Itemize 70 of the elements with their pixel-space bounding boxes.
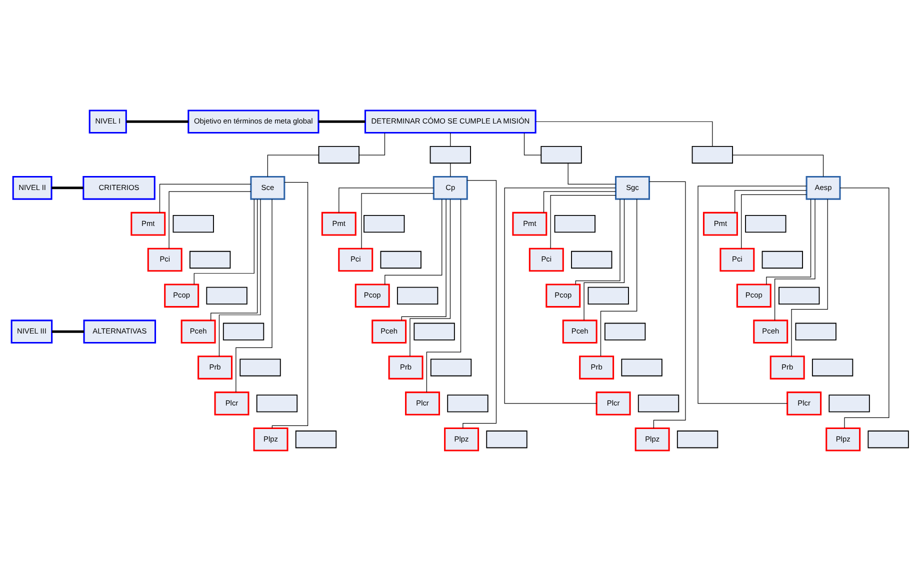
node-box (795, 322, 836, 340)
node-box (554, 215, 596, 233)
connector (159, 184, 252, 213)
connector (361, 193, 434, 249)
node-box (447, 394, 488, 412)
node-box (762, 250, 803, 269)
connector (272, 182, 308, 428)
connector (584, 198, 625, 321)
connector (575, 198, 620, 285)
connector (462, 180, 497, 428)
connector (550, 195, 616, 249)
node-box (380, 250, 422, 269)
connector (568, 162, 616, 184)
node-box (812, 358, 854, 376)
connector (741, 194, 807, 249)
connector (126, 120, 188, 123)
connector (218, 198, 261, 357)
connector (410, 198, 451, 356)
node-box (540, 146, 582, 164)
node-box (745, 215, 786, 233)
node-box (430, 358, 472, 376)
connector (450, 162, 451, 177)
connector (338, 188, 434, 213)
node-box (676, 430, 718, 448)
connector (600, 198, 638, 356)
connector (267, 154, 319, 177)
connector (766, 198, 812, 285)
node-box (604, 322, 646, 340)
node-box (189, 250, 231, 269)
connector (210, 198, 258, 321)
node-box (364, 215, 405, 233)
connector (358, 132, 386, 156)
node-box (692, 146, 733, 164)
node-box (414, 322, 455, 340)
node-box (256, 394, 298, 412)
connector (648, 181, 686, 429)
node-box (222, 322, 264, 340)
node-box (571, 250, 612, 269)
node-box (638, 394, 680, 412)
connector (384, 198, 442, 285)
connector (543, 191, 616, 213)
connector (791, 198, 828, 357)
node-box (868, 430, 909, 448)
connector (318, 120, 366, 123)
node-box (588, 286, 629, 304)
node-box (621, 358, 662, 376)
node-box (828, 394, 870, 412)
connector (535, 121, 713, 147)
connector (774, 198, 816, 321)
connector (168, 191, 252, 249)
connector (698, 186, 807, 404)
connector (426, 198, 462, 393)
node-box (430, 146, 471, 164)
node-box (206, 286, 248, 304)
connector (732, 154, 824, 177)
connector (401, 198, 446, 321)
connector (450, 132, 451, 147)
node-box (396, 286, 438, 304)
node-box (295, 430, 337, 448)
connector (52, 330, 84, 333)
node-box (240, 358, 281, 376)
connector (52, 186, 84, 190)
connector (504, 188, 616, 404)
connector (524, 132, 542, 156)
connector (236, 198, 272, 392)
node-box (778, 286, 820, 304)
node-box (172, 215, 214, 233)
node-box (318, 146, 360, 164)
node-box (486, 430, 528, 448)
connector (734, 190, 807, 213)
